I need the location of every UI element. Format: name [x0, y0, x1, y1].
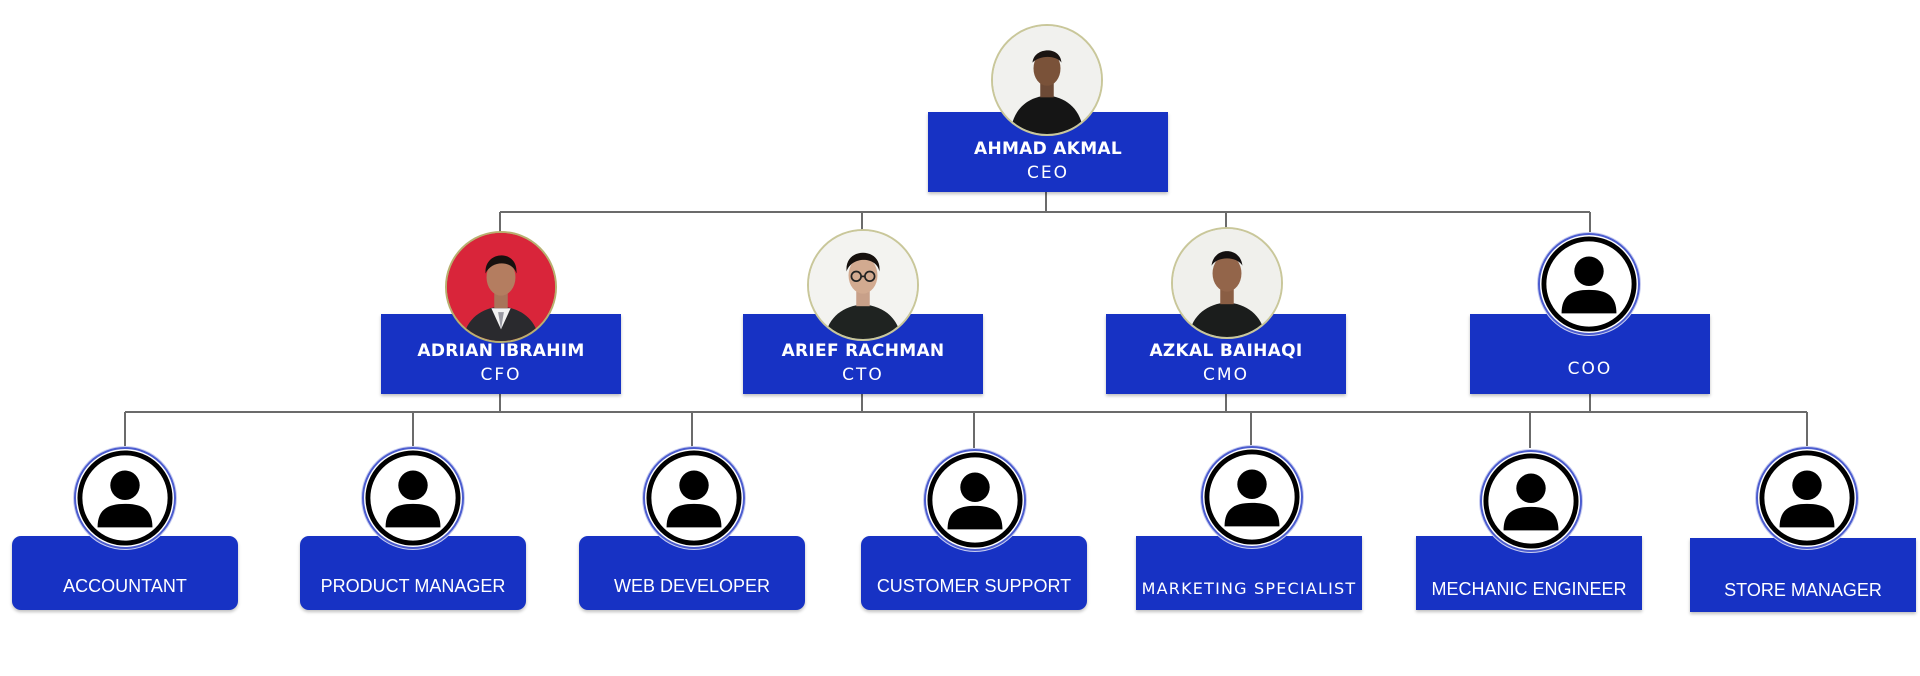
cfo-box: ADRIAN IBRAHIM CFO [381, 314, 621, 394]
coo-title: COO [1567, 359, 1613, 379]
ceo-photo [991, 24, 1103, 136]
mechanic-engineer-title: MECHANIC ENGINEER [1431, 579, 1627, 599]
cfo-name: ADRIAN IBRAHIM [417, 341, 585, 361]
ceo-title: CEO [1027, 163, 1069, 183]
marketing-specialist-box: MARKETING SPECIALIST [1136, 536, 1362, 610]
cto-photo [807, 229, 919, 341]
product-manager-user-icon [362, 447, 464, 549]
ceo-box: AHMAD AKMAL CEO [928, 112, 1168, 192]
cto-name: ARIEF RACHMAN [781, 341, 945, 361]
marketing-specialist-user-icon [1201, 446, 1303, 548]
ceo-name: AHMAD AKMAL [973, 139, 1123, 159]
web-developer-user-icon [643, 447, 745, 549]
store-manager-user-icon [1756, 447, 1858, 549]
cto-title: CTO [842, 365, 884, 385]
cmo-photo [1171, 227, 1283, 339]
accountant-user-icon [74, 447, 176, 549]
store-manager-title: STORE MANAGER [1724, 580, 1882, 600]
customer-support-title: CUSTOMER SUPPORT [876, 576, 1072, 596]
accountant-title: ACCOUNTANT [63, 576, 187, 596]
customer-support-user-icon [924, 449, 1026, 551]
product-manager-title: PRODUCT MANAGER [320, 576, 506, 596]
coo-user-icon [1538, 233, 1640, 335]
marketing-specialist-title: MARKETING SPECIALIST [1141, 579, 1357, 598]
store-manager-box: STORE MANAGER [1690, 538, 1916, 612]
web-developer-title: WEB DEVELOPER [613, 576, 771, 596]
mechanic-engineer-user-icon [1480, 450, 1582, 552]
cmo-name: AZKAL BAIHAQI [1149, 341, 1303, 361]
cfo-title: CFO [480, 365, 522, 385]
cfo-photo [445, 231, 557, 343]
cmo-title: CMO [1203, 365, 1249, 385]
